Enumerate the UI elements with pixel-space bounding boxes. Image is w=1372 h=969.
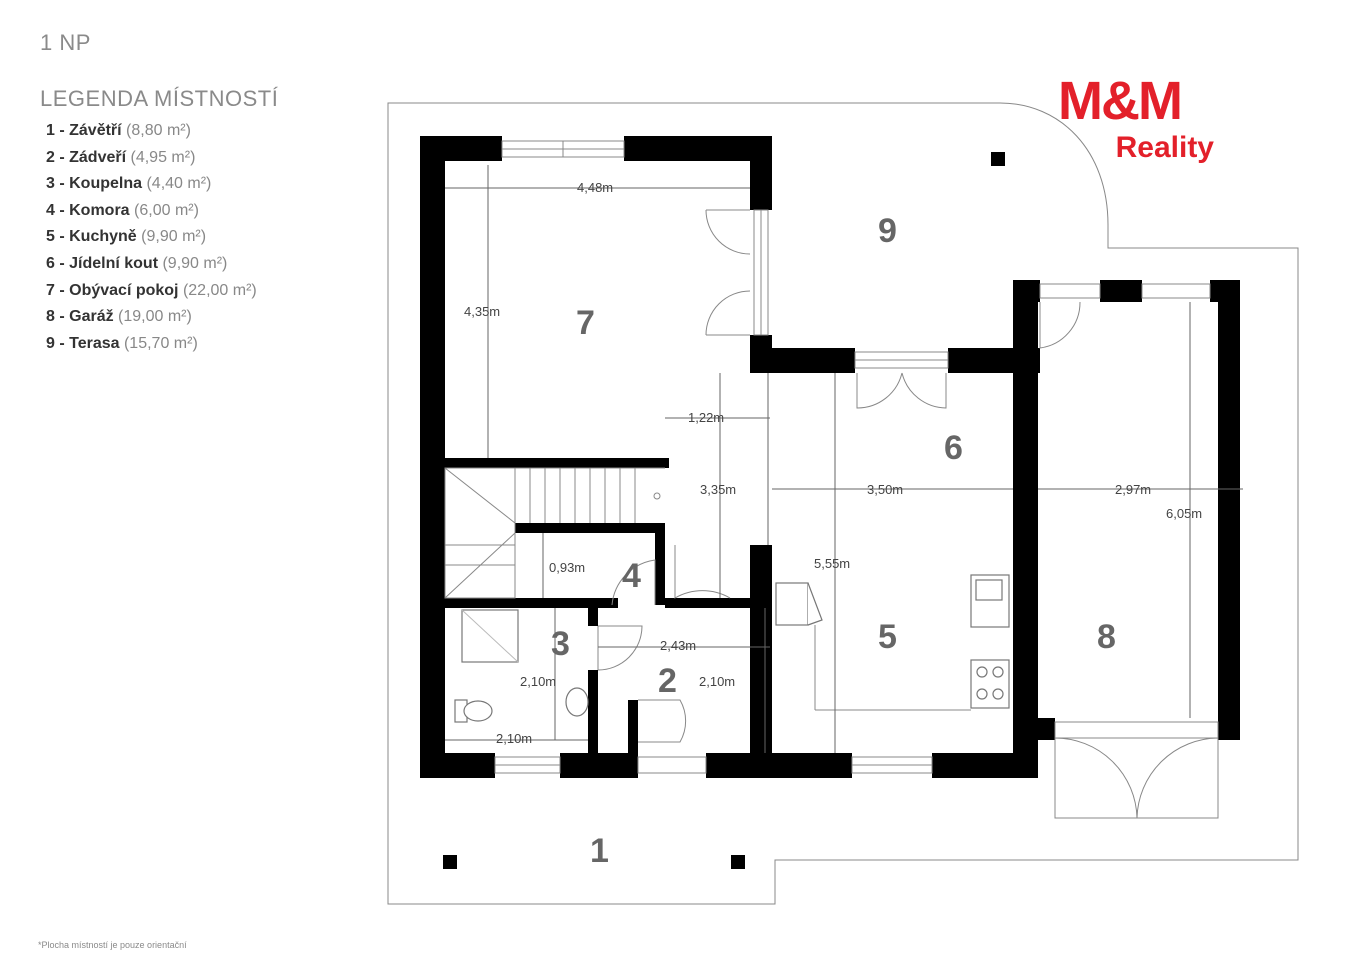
doors [597, 209, 1219, 819]
legend-room-name: Závětří [69, 122, 122, 139]
dim-label: 6,05m [1166, 506, 1202, 521]
legend-room-area: (22,00 m²) [178, 281, 257, 299]
legend-room-name: Obývací pokoj [69, 281, 179, 299]
legend-item: 9 - Terasa (15,70 m²) [46, 334, 198, 352]
room-legend: 1 - Závětří (8,80 m²) 2 - Zádveří (4,95 … [46, 122, 257, 361]
dim-label: 2,43m [660, 638, 696, 653]
windows [494, 140, 1219, 774]
room-number-9: 9 [878, 212, 897, 250]
dim-label: 0,93m [549, 560, 585, 575]
dim-label: 2,97m [1115, 482, 1151, 497]
dimension-lines [445, 165, 1243, 753]
dim-label: 2,10m [496, 731, 532, 746]
dim-label: 5,55m [814, 556, 850, 571]
footnote: *Plocha místností je pouze orientační [38, 940, 187, 950]
legend-item: 2 - Zádveří (4,95 m²) [46, 148, 196, 166]
room-number-4: 4 [622, 557, 641, 595]
stove [970, 659, 1010, 709]
room-number-7: 7 [576, 304, 595, 342]
pillar [731, 855, 745, 869]
legend-room-area: (8,80 m²) [121, 122, 191, 139]
legend-room-area: (9,90 m²) [136, 228, 207, 246]
legend-room-area: (19,00 m²) [113, 308, 192, 326]
legend-room-area: (15,70 m²) [119, 334, 198, 352]
room-number-2: 2 [658, 662, 677, 700]
fridge [775, 582, 809, 626]
toilet-bowl [463, 700, 493, 722]
legend-room-area: (9,90 m²) [158, 254, 228, 272]
legend-item: 4 - Komora (6,00 m²) [46, 201, 199, 219]
legend-room-area: (4,95 m²) [126, 148, 196, 166]
legend-room-name: Komora [69, 201, 130, 219]
room-number-8: 8 [1097, 618, 1116, 656]
legend-item: 5 - Kuchyně (9,90 m²) [46, 228, 207, 246]
legend-item: 3 - Koupelna (4,40 m²) [46, 175, 212, 193]
legend-room-name: Zádveří [69, 148, 127, 166]
dim-label: 3,35m [700, 482, 736, 497]
legend-item: 6 - Jídelní kout (9,90 m²) [46, 254, 228, 272]
legend-room-area: (4,40 m²) [142, 175, 212, 193]
pillar [991, 152, 1005, 166]
room-number-5: 5 [878, 618, 897, 656]
walls [420, 136, 1240, 778]
room-number-1: 1 [590, 832, 609, 870]
room-number-6: 6 [944, 429, 963, 467]
legend-room-name: Terasa [69, 334, 120, 352]
legend-room-name: Jídelní kout [69, 254, 159, 272]
dim-label: 2,10m [699, 674, 735, 689]
legend-room-name: Koupelna [69, 175, 143, 193]
terrace-outline [387, 102, 1299, 905]
floor-label: 1 NP [40, 30, 91, 55]
legend-room-name: Kuchyně [69, 228, 137, 246]
room-number-3: 3 [551, 625, 570, 663]
legend-item: 8 - Garáž (19,00 m²) [46, 308, 192, 326]
logo-mark: M&M [1058, 71, 1183, 131]
logo-subtitle: Reality [1115, 131, 1214, 164]
washbasin [565, 687, 589, 717]
mm-reality-logo: M&M Reality [1058, 74, 1218, 170]
dim-label: 4,35m [464, 304, 500, 319]
legend-room-area: (6,00 m²) [129, 201, 199, 219]
legend-item: 7 - Obývací pokoj (22,00 m²) [46, 281, 257, 299]
dim-label: 4,48m [577, 180, 613, 195]
legend-title: LEGENDA MÍSTNOSTÍ [40, 86, 279, 111]
legend-item: 1 - Závětří (8,80 m²) [46, 122, 191, 139]
dim-label: 3,50m [867, 482, 903, 497]
dim-label: 1,22m [688, 410, 724, 425]
staircase [444, 467, 665, 599]
legend-room-name: Garáž [69, 308, 114, 326]
dim-label: 2,10m [520, 674, 556, 689]
pillar [443, 855, 457, 869]
fixtures [454, 574, 1010, 723]
